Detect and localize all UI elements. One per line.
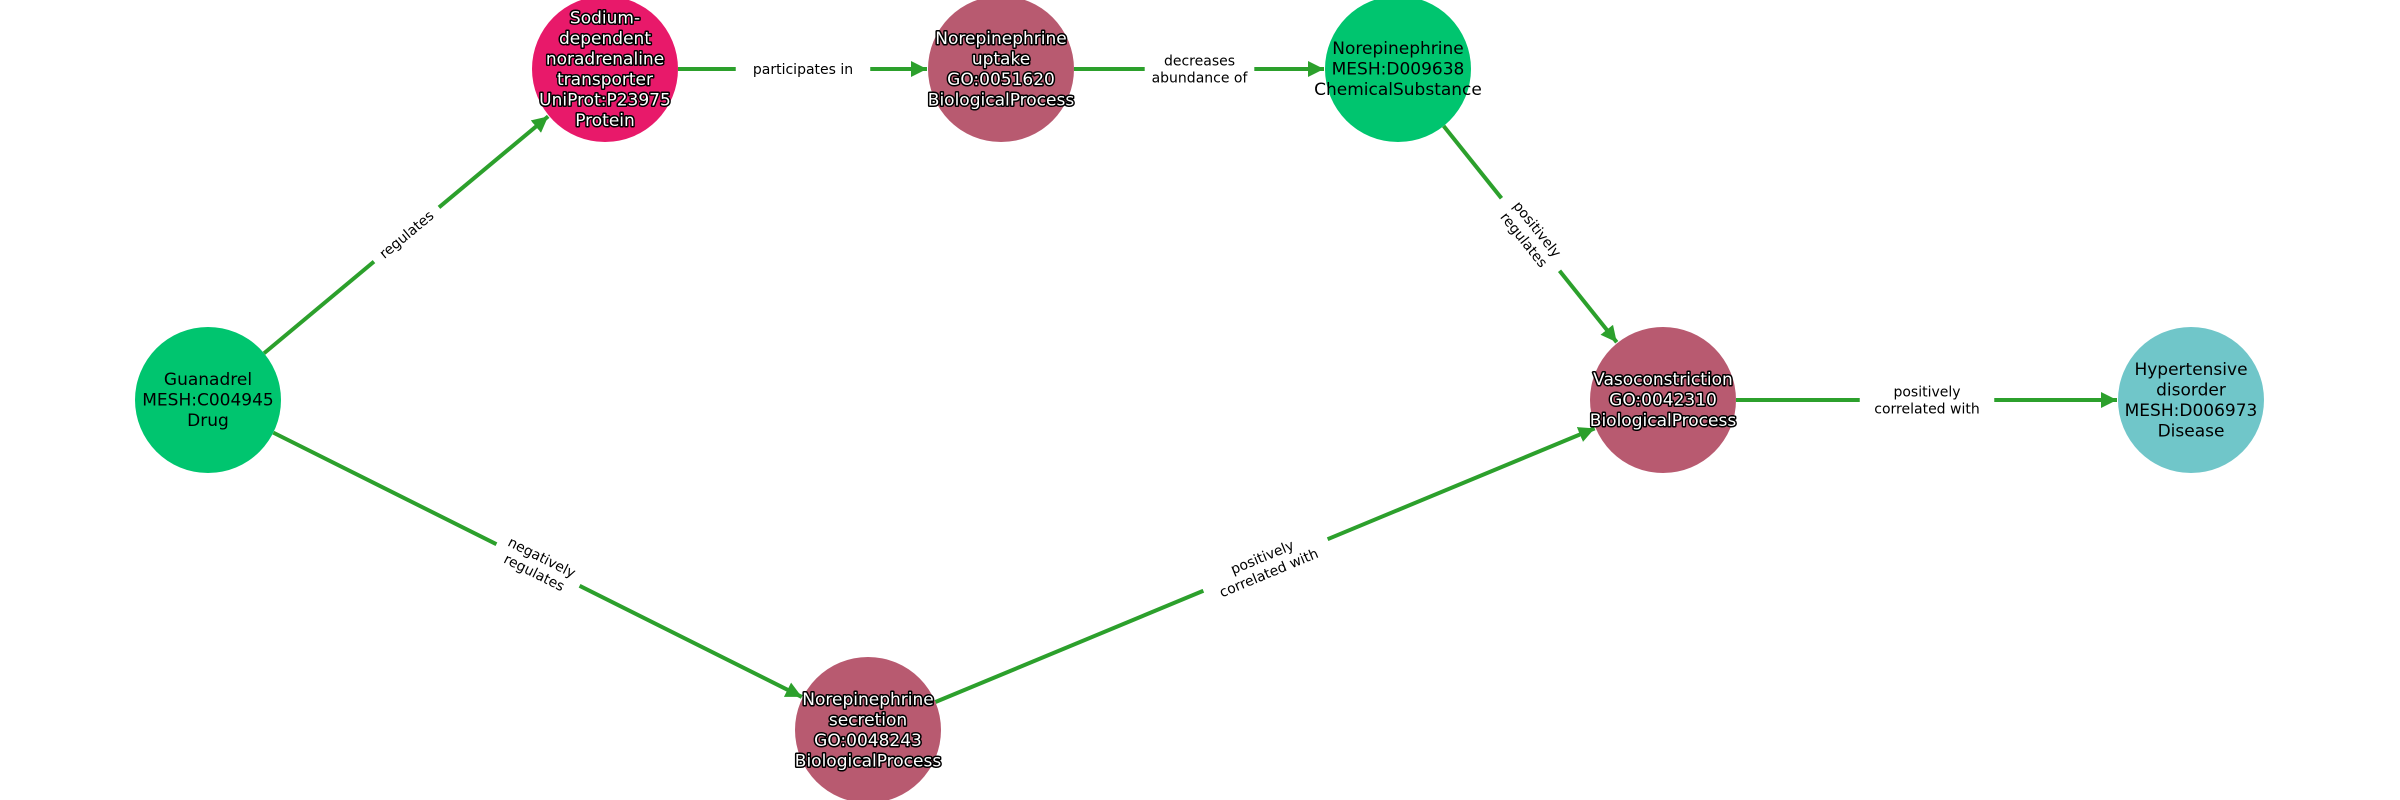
node-circle[interactable] [1590,327,1736,473]
node-net[interactable]: Sodium-dependentnoradrenalinetransporter… [532,0,678,142]
node-label-line: MESH:D009638 [1332,60,1465,80]
edge-label-text: decreases [1164,53,1235,69]
node-label-line: GO:0048243 [814,731,922,751]
node-label-line: UniProt:P23975 [539,90,671,110]
node-label-line: BiologicalProcess [1590,411,1737,431]
node-uptake[interactable]: NorepinephrineuptakeGO:0051620Biological… [926,0,1076,142]
node-secretion[interactable]: NorepinephrinesecretionGO:0048243Biologi… [793,657,943,800]
node-label-line: Drug [187,411,229,431]
edge-label-text: positively [1893,384,1960,400]
node-label-line: Guanadrel [164,370,252,390]
node-circle[interactable] [2118,327,2264,473]
node-label-line: noradrenaline [546,49,664,69]
node-label-line: ChemicalSubstance [1314,80,1482,100]
edge-label-background [1859,381,1995,419]
node-circle[interactable] [795,657,941,800]
node-circle[interactable] [928,0,1074,142]
edge-label-background [735,58,871,80]
edge-label-text: abundance of [1152,70,1249,86]
node-label-line: Disease [2158,421,2225,441]
edge-label: regulates [367,199,446,270]
node-label-line: Protein [575,111,635,131]
node-label-line: Hypertensive [2134,360,2247,380]
node-label-line: dependent [559,29,651,49]
edge-label-background [1486,186,1575,283]
node-vasoconstriction[interactable]: VasoconstrictionGO:0042310BiologicalProc… [1588,327,1738,473]
node-label-line: MESH:C004945 [142,391,273,411]
edge-label-background [367,199,446,270]
edge-label-text: regulates [377,208,438,262]
node-label-line: uptake [972,49,1030,69]
node-label-line: Sodium- [570,8,640,28]
node-label-line: Norepinephrine [1332,39,1463,59]
edge-label-text: correlated with [1874,401,1979,417]
node-label-line: secretion [829,710,907,730]
node-circle[interactable] [1325,0,1471,142]
edge-label-text: participates in [753,62,853,78]
node-norepinephrine[interactable]: NorepinephrineMESH:D009638ChemicalSubsta… [1314,0,1482,142]
node-label-line: transporter [557,70,653,90]
node-label-line: disorder [2156,380,2226,400]
edge-label-background [1144,50,1255,88]
node-label-line: BiologicalProcess [795,751,942,771]
node-label-line: Vasoconstriction [1593,370,1733,390]
edges-layer [262,61,2117,704]
edge-label: participates in [735,58,871,80]
edge-label-background [1196,521,1335,609]
node-label-line: Norepinephrine [935,29,1066,49]
edge-label-background [487,527,589,603]
node-circle[interactable] [532,0,678,142]
node-label-line: BiologicalProcess [928,90,1075,110]
node-circle[interactable] [135,327,281,473]
node-label-line: GO:0051620 [947,70,1055,90]
node-label-line: MESH:D006973 [2125,401,2258,421]
node-label-line: Norepinephrine [802,690,933,710]
node-label-line: GO:0042310 [1609,391,1717,411]
